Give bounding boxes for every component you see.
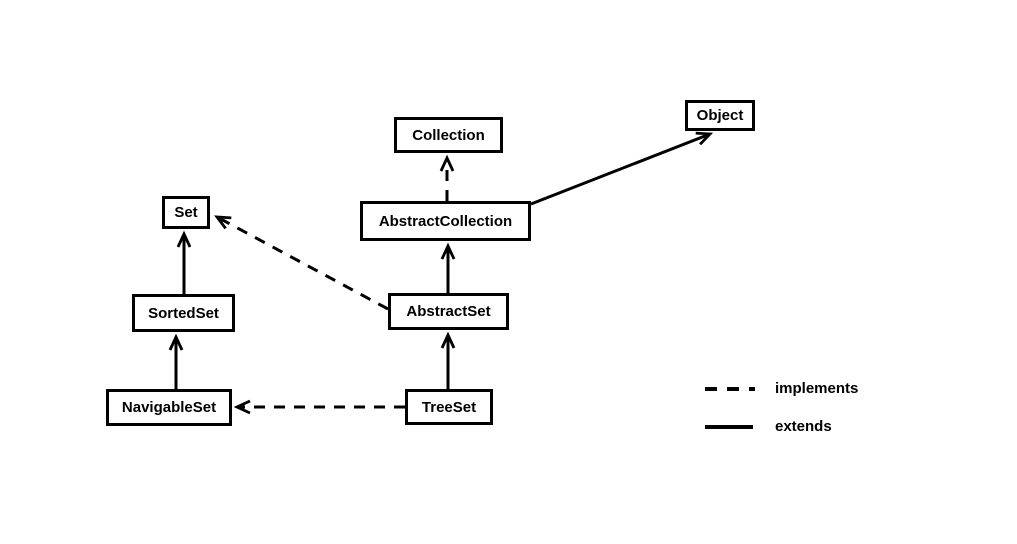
- class-label-abstractset: AbstractSet: [406, 303, 491, 320]
- class-box-treeset: TreeSet: [405, 389, 493, 425]
- class-box-abstractset: AbstractSet: [388, 293, 509, 330]
- edge-abstractset-implements-set: [214, 215, 389, 311]
- class-label-collection: Collection: [412, 126, 485, 144]
- class-box-set: Set: [162, 196, 210, 229]
- class-box-collection: Collection: [394, 117, 503, 153]
- class-label-set: Set: [174, 204, 198, 221]
- edge-abstractcollection-extends-object: [530, 131, 714, 206]
- class-label-treeset: TreeSet: [421, 398, 477, 416]
- legend-implements-label: implements: [775, 380, 859, 397]
- legend-extends-label: extends: [775, 418, 832, 435]
- class-box-navigableset: NavigableSet: [106, 389, 232, 426]
- class-box-object: Object: [685, 100, 755, 131]
- class-label-sortedset: SortedSet: [148, 304, 219, 322]
- class-label-navigableset: NavigableSet: [121, 399, 217, 416]
- class-box-sortedset: SortedSet: [132, 294, 235, 332]
- class-box-abstractcollection: AbstractCollection: [360, 201, 531, 241]
- class-label-object: Object: [696, 107, 744, 124]
- class-label-abstractcollection: AbstractCollection: [378, 212, 513, 230]
